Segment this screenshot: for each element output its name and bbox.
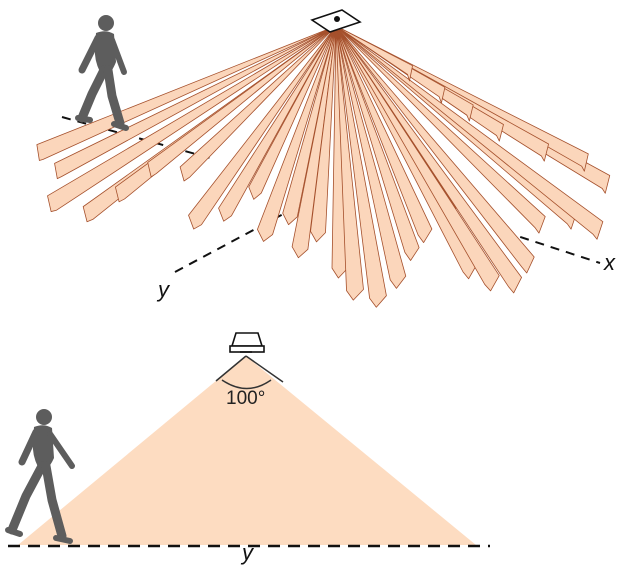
detection-beam <box>54 25 337 180</box>
detection-beam <box>310 25 337 243</box>
walking-person-icon-side <box>5 409 75 544</box>
detection-beam <box>36 25 337 161</box>
side-view-panel: 100° y <box>5 332 490 565</box>
detection-beam <box>335 25 420 261</box>
detection-beam <box>257 25 337 242</box>
ground-axis-x <box>504 231 601 264</box>
motion-sensor-icon <box>310 9 362 33</box>
detection-beam <box>218 25 337 222</box>
top-view-panel: x y <box>36 9 616 308</box>
detection-beam <box>335 25 387 308</box>
motion-sensor-side-icon <box>229 332 265 353</box>
walking-person-icon <box>75 15 129 131</box>
ground-axis-y <box>174 204 301 273</box>
detection-beam <box>248 25 337 200</box>
detection-beam <box>335 25 546 234</box>
angle-arm-left <box>215 355 247 382</box>
detection-beam <box>335 25 535 274</box>
detection-beam <box>335 25 407 289</box>
detection-beam <box>188 25 337 230</box>
detection-beam <box>335 25 364 301</box>
axis-x-label: x <box>603 250 616 275</box>
detection-beam <box>335 25 522 294</box>
detection-beam-fan <box>36 25 611 308</box>
axis-y-label-side: y <box>240 540 255 565</box>
detection-beam <box>335 25 433 243</box>
angle-arm-right <box>245 355 284 383</box>
detection-beam <box>335 25 413 82</box>
detection-beam <box>282 25 337 226</box>
detection-beam <box>335 25 500 292</box>
detection-beam <box>335 25 604 240</box>
detection-beam <box>47 25 337 212</box>
detection-beam <box>147 25 337 178</box>
detection-cone <box>18 356 476 545</box>
axis-y-label: y <box>156 277 171 302</box>
angle-arc <box>221 379 272 390</box>
detection-beam <box>179 25 337 182</box>
angle-label: 100° <box>226 388 265 409</box>
